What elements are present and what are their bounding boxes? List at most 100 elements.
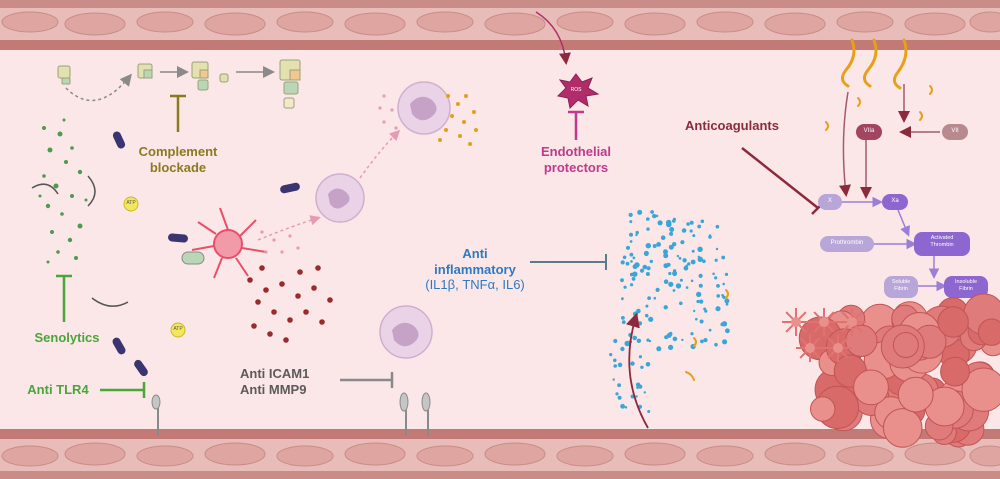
cytokine-dot [725,302,729,306]
anti-inflammatory-line1: Anti [462,246,488,261]
cytokine-dot [714,258,718,262]
anti-icam1-text: Anti ICAM1 [240,366,310,381]
senolytics-inhibitor [56,274,72,322]
red-blood-cell [937,306,969,338]
platelet [824,334,852,362]
vessel-wall-bottom [0,429,1000,479]
cytokine-dot [621,316,625,320]
cytokine-dot [715,224,720,229]
anticoagulants-label: Anticoagulants [685,118,779,133]
cytokine-dot [724,272,729,276]
ros-text: ROS [570,87,582,93]
cytokine-dot [650,210,654,214]
cytokine-dot [668,281,674,287]
cytokine-dot [624,406,628,409]
damp-particles-green [38,118,88,264]
platelet [782,308,810,336]
cytokine-dot [645,304,649,308]
cytokine-dot [724,298,730,304]
tissue-factor-fragments [685,85,933,381]
cytokine-dot [665,219,672,226]
cytokine-dot [678,256,682,260]
cell-debris-2 [87,175,96,207]
cytokine-dot [722,339,728,345]
cytokine-dot [725,328,730,334]
cytokine-particles-red [247,265,333,343]
complement-blockade-label: Complement blockade [128,144,228,175]
endothelial-protectors-label: Endothelial protectors [520,144,632,175]
cell-debris-3 [91,297,129,307]
cytokine-dot [695,317,698,321]
cytokine-dot [679,278,683,282]
cytokine-dot [612,378,615,381]
cytokine-dot [714,276,718,280]
cytokine-dot [663,249,668,255]
cascade-arrow-1 [65,73,132,102]
anti-icam1-mmp9-inhibitor [340,372,394,388]
insoluble-fibrin-pill [944,276,988,298]
cytokine-dot [722,282,725,286]
cytokine-dot [644,252,649,256]
cytokine-dot [617,362,623,368]
cytokine-dot [649,259,653,264]
cytokine-dot [613,358,617,363]
blood-clot [782,293,1000,448]
red-blood-cell [882,408,923,448]
cytokine-dot [622,255,627,260]
insoluble-fibrin-line1: Insoluble [954,279,978,285]
cytokine-dot [656,346,662,352]
cytokine-dot [635,382,641,387]
cytokine-dot [646,266,651,271]
ros-arrow [535,11,571,65]
cytokine-dot [636,386,639,389]
cytokine-dot [609,353,613,357]
red-blood-cell [940,356,970,387]
cytokine-dot [721,255,726,260]
cytokine-dot [669,231,674,236]
red-blood-cell [897,376,934,413]
factor-xa-pill [882,194,908,210]
cytokine-dot [663,305,668,310]
cytokine-dot [620,403,625,409]
anti-icam1-mmp9-label: Anti ICAM1 Anti MMP9 [240,366,340,397]
factor-vii-text: VII [951,128,959,134]
cytokine-dot [660,235,666,240]
cytokine-dot [692,234,696,238]
cytokine-dot [663,253,669,259]
red-blood-cell [892,332,919,358]
cytokine-dot [630,260,633,263]
cytokine-dot [668,244,674,250]
cytokine-dot [700,219,705,224]
cytokine-dot [696,291,702,298]
cytokine-dot [673,269,677,273]
endothelial-line2: protectors [543,159,609,175]
cytokine-dot [645,243,651,249]
cytokine-dot [655,287,660,292]
anti-mmp9-text: Anti MMP9 [240,381,307,397]
cytokine-dot [672,271,677,277]
activated-immune-cell [191,207,267,279]
cytokine-dot [652,244,657,248]
cytokine-dot [646,338,650,342]
cytokine-dot [679,301,683,306]
cytokine-dot [708,328,712,332]
cytokine-dot [645,362,651,367]
cytokine-dot [637,321,643,326]
tissue-factor-squiggles [841,38,908,90]
cytokine-dot [639,268,645,273]
cytokine-dot [636,338,642,343]
cytokine-dot [652,213,657,219]
red-blood-cell [977,318,1000,346]
cytokine-dot [703,307,707,311]
inflammatory-cytokines-blue [609,209,730,413]
soluble-fibrin-line1: Soluble [891,279,911,285]
insoluble-fibrin-text: Insoluble Fibrin [944,279,988,292]
cytokine-dot [716,294,720,298]
cytokine-dot [702,259,706,264]
tlr4-receptor [151,394,161,436]
anti-inflammatory-line3: (IL1β, TNFα, IL6) [425,277,525,293]
cytokine-dot [643,391,646,394]
cytokine-dot [721,321,728,327]
complement-blockade-inhibitor [170,94,186,132]
